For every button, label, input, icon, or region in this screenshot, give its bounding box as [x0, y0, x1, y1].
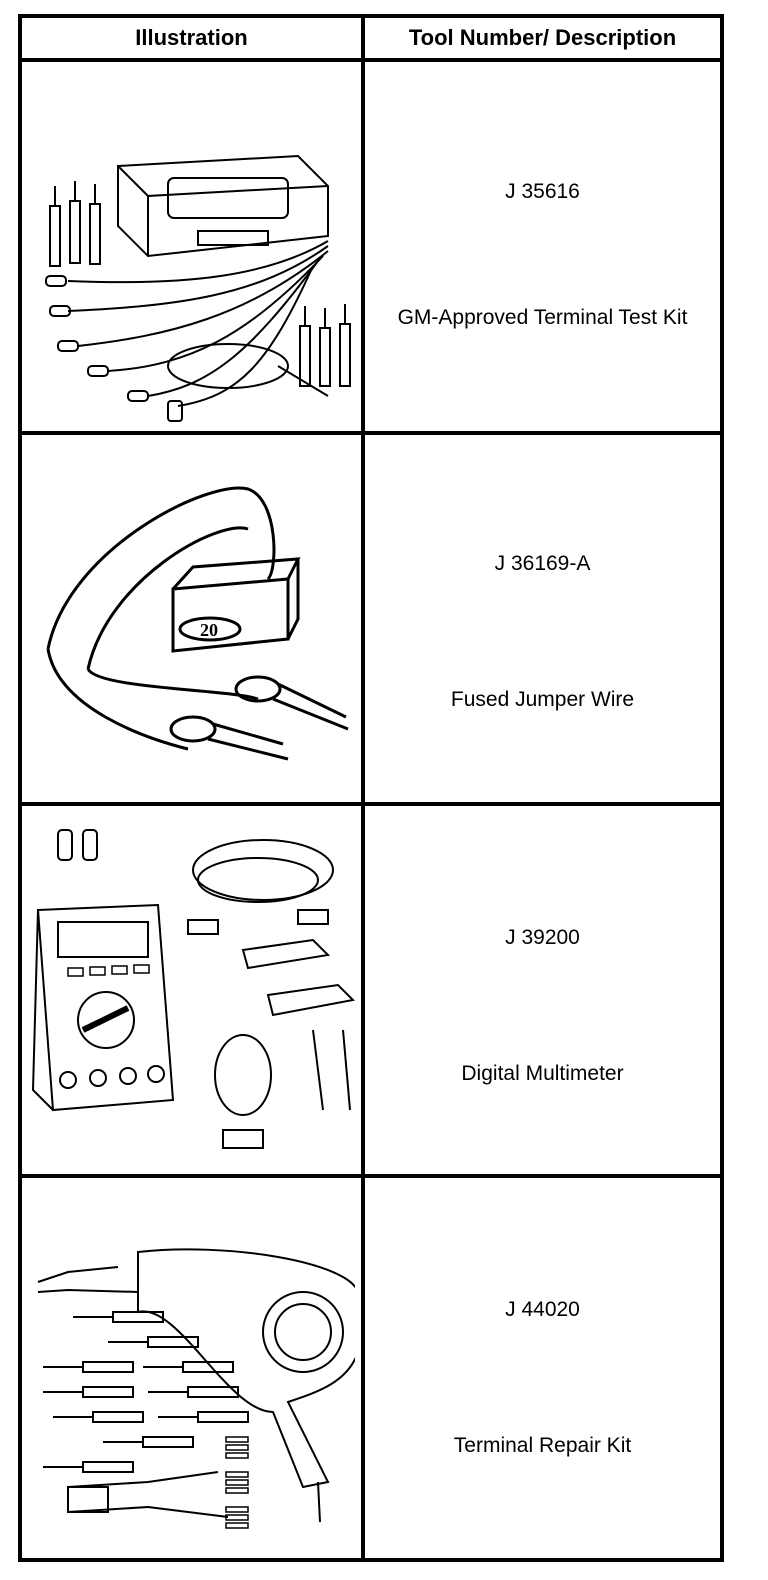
tool-number: J 35616 — [505, 180, 580, 203]
column-divider — [361, 18, 365, 1558]
row-divider — [22, 1174, 720, 1178]
fused-jumper-wire-icon: 20 — [28, 439, 355, 799]
tool-description: GM-Approved Terminal Test Kit — [397, 306, 688, 329]
tool-description: Terminal Repair Kit — [453, 1434, 632, 1457]
terminal-repair-kit-icon — [28, 1182, 355, 1552]
table-row: J 39200 Digital Multimeter — [22, 806, 720, 1174]
table-row: 20 J 36169-A Fused Jumper Wire — [22, 435, 720, 802]
fuse-rating-label: 20 — [200, 620, 218, 640]
row-divider — [22, 431, 720, 435]
tool-number: J 44020 — [505, 1298, 580, 1321]
header-illustration: Illustration — [135, 25, 248, 50]
tool-number: J 36169-A — [494, 552, 591, 575]
tools-table: Illustration Tool Number/ Description — [18, 14, 724, 1562]
row-divider — [22, 802, 720, 806]
digital-multimeter-icon — [28, 810, 355, 1170]
table-row: J 35616 GM-Approved Terminal Test Kit — [22, 62, 720, 431]
terminal-test-kit-icon — [28, 66, 355, 426]
tool-number: J 39200 — [505, 926, 580, 949]
tool-description: Digital Multimeter — [461, 1062, 624, 1085]
header-tool-number-description: Tool Number/ Description — [408, 25, 677, 50]
tool-description: Fused Jumper Wire — [450, 688, 635, 711]
table-row: J 44020 Terminal Repair Kit — [22, 1178, 720, 1558]
row-divider — [22, 58, 720, 62]
